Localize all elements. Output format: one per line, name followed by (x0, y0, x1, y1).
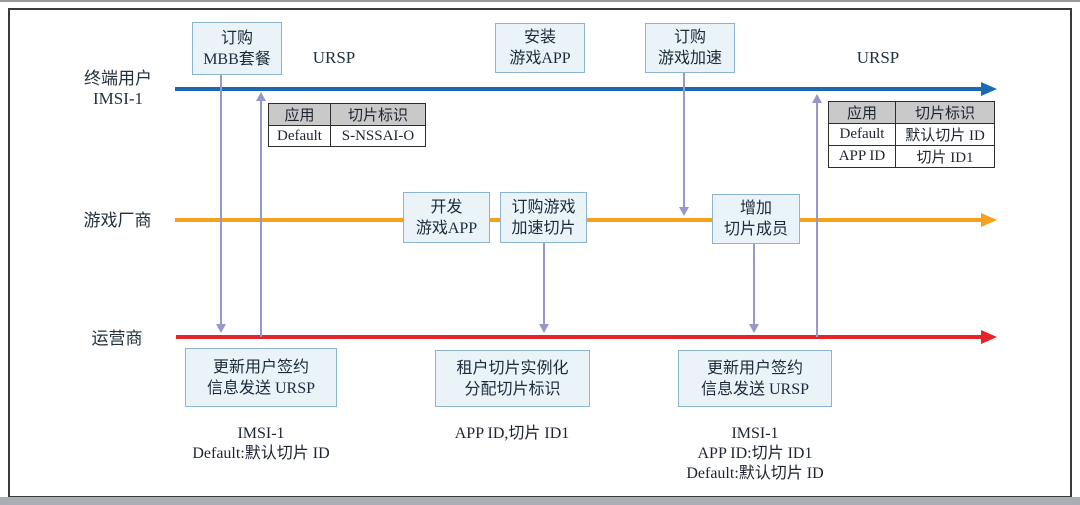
ursp-table-updated-cell-appid-slice: 切片 ID1 (895, 145, 995, 168)
lane-label-vendor: 游戏厂商 (83, 211, 152, 230)
note-imsi-default-line1: IMSI-1 (237, 425, 285, 442)
table-row: 应用 切片标识 (268, 103, 426, 126)
operator-timeline-arrowhead-icon (981, 330, 997, 344)
msg-arrow-line-add-member-down (753, 244, 755, 325)
msg-arrow-up-icon-2 (812, 94, 822, 103)
step-box-add-member-line1: 增加 (739, 200, 772, 217)
bottom-edge-strip (0, 497, 1080, 505)
ursp-table-updated-cell-default: Default (828, 123, 896, 146)
msg-arrow-line-subscribe-boost-down (683, 73, 685, 208)
step-box-subscribe-boost-line2: 游戏加速 (657, 50, 722, 67)
ursp-table-initial-header-app: 应用 (268, 103, 331, 126)
step-box-subscribe-slice-line1: 订购游戏 (511, 198, 576, 216)
note-appid-slice-line1: APP ID,切片 ID1 (454, 425, 570, 442)
step-box-subscribe-boost: 订购 游戏加速 (645, 23, 735, 73)
step-box-subscribe-mbb-line2: MBB套餐 (203, 50, 271, 68)
lane-label-operator: 运营商 (91, 329, 143, 348)
step-box-subscribe-slice: 订购游戏 加速切片 (500, 192, 587, 243)
msg-arrow-line-subscribe-mbb-down (220, 75, 222, 325)
operator-timeline (176, 335, 981, 339)
step-box-install-app: 安装 游戏APP (495, 23, 585, 73)
msg-arrow-down-icon-2 (539, 324, 549, 333)
step-box-instantiate-slice-line1: 租户切片实例化 (456, 359, 569, 377)
step-box-develop-app-line1: 开发 (430, 198, 463, 216)
msg-arrow-line-ursp-up-2 (816, 102, 818, 337)
ursp-label-left: URSP (312, 48, 356, 67)
user-timeline-arrowhead-icon (981, 82, 997, 96)
note-imsi-default: IMSI-1 Default:默认切片 ID (161, 424, 361, 464)
ursp-table-updated-cell-appid: APP ID (828, 145, 896, 168)
step-box-install-app-line1: 安装 (523, 29, 556, 46)
msg-arrow-down-icon-4 (749, 324, 759, 333)
ursp-label-right: URSP (856, 48, 900, 67)
step-box-install-app-line2: 游戏APP (509, 50, 571, 67)
msg-arrow-up-icon-1 (256, 92, 266, 101)
ursp-table-updated-header-app: 应用 (828, 101, 896, 124)
user-timeline (175, 87, 981, 91)
step-box-develop-app: 开发 游戏APP (403, 192, 490, 243)
ursp-table-updated: 应用 切片标识 Default 默认切片 ID APP ID 切片 ID1 (828, 101, 995, 168)
vendor-timeline-arrowhead-icon (981, 213, 997, 227)
lane-label-user: 终端用户 IMSI-1 (68, 69, 168, 109)
lane-label-user-line1: 终端用户 (84, 69, 152, 88)
ursp-table-initial-cell-app: Default (268, 125, 331, 147)
lane-label-user-line2: IMSI-1 (92, 89, 144, 108)
msg-arrow-line-subscribe-slice-down (543, 243, 545, 325)
step-box-update-subscription-1-line2: 信息发送 URSP (206, 379, 316, 397)
table-row: 应用 切片标识 (828, 101, 995, 124)
msg-arrow-down-icon-3 (679, 207, 689, 216)
step-box-update-subscription-2-line2: 信息发送 URSP (700, 380, 810, 398)
step-box-instantiate-slice-line2: 分配切片标识 (464, 380, 561, 398)
step-box-update-subscription-1-line1: 更新用户签约 (212, 358, 309, 376)
step-box-add-member: 增加 切片成员 (712, 194, 800, 244)
ursp-table-initial-cell-slice: S-NSSAI-O (330, 125, 426, 147)
table-row: APP ID 切片 ID1 (828, 145, 995, 168)
step-box-update-subscription-2-line1: 更新用户签约 (706, 359, 803, 377)
note-imsi-appid-default: IMSI-1 APP ID:切片 ID1 Default:默认切片 ID (655, 424, 855, 484)
step-box-instantiate-slice: 租户切片实例化 分配切片标识 (435, 350, 590, 407)
ursp-table-updated-cell-default-slice: 默认切片 ID (895, 123, 995, 146)
step-box-subscribe-mbb-line1: 订购 (220, 29, 253, 47)
note-imsi-default-line2: Default:默认切片 ID (192, 445, 330, 462)
step-box-update-subscription-2: 更新用户签约 信息发送 URSP (678, 350, 832, 407)
ursp-table-initial-header-slice: 切片标识 (330, 103, 426, 126)
top-edge-strip (0, 0, 1080, 2)
step-box-add-member-line2: 切片成员 (723, 221, 788, 238)
note-imsi-appid-default-line1: IMSI-1 (731, 425, 779, 442)
step-box-subscribe-boost-line1: 订购 (673, 29, 706, 46)
note-imsi-appid-default-line2: APP ID:切片 ID1 (697, 445, 813, 462)
msg-arrow-line-ursp-up-1 (260, 100, 262, 337)
table-row: Default S-NSSAI-O (268, 125, 426, 147)
step-box-subscribe-slice-line2: 加速切片 (511, 219, 576, 237)
ursp-table-updated-header-slice: 切片标识 (895, 101, 995, 124)
step-box-develop-app-line2: 游戏APP (415, 219, 478, 237)
step-box-subscribe-mbb: 订购 MBB套餐 (192, 22, 282, 75)
note-appid-slice: APP ID,切片 ID1 (412, 424, 612, 444)
msg-arrow-down-icon-1 (216, 324, 226, 333)
ursp-table-initial: 应用 切片标识 Default S-NSSAI-O (268, 103, 426, 147)
note-imsi-appid-default-line3: Default:默认切片 ID (686, 465, 824, 482)
table-row: Default 默认切片 ID (828, 123, 995, 146)
step-box-update-subscription-1: 更新用户签约 信息发送 URSP (185, 348, 337, 407)
